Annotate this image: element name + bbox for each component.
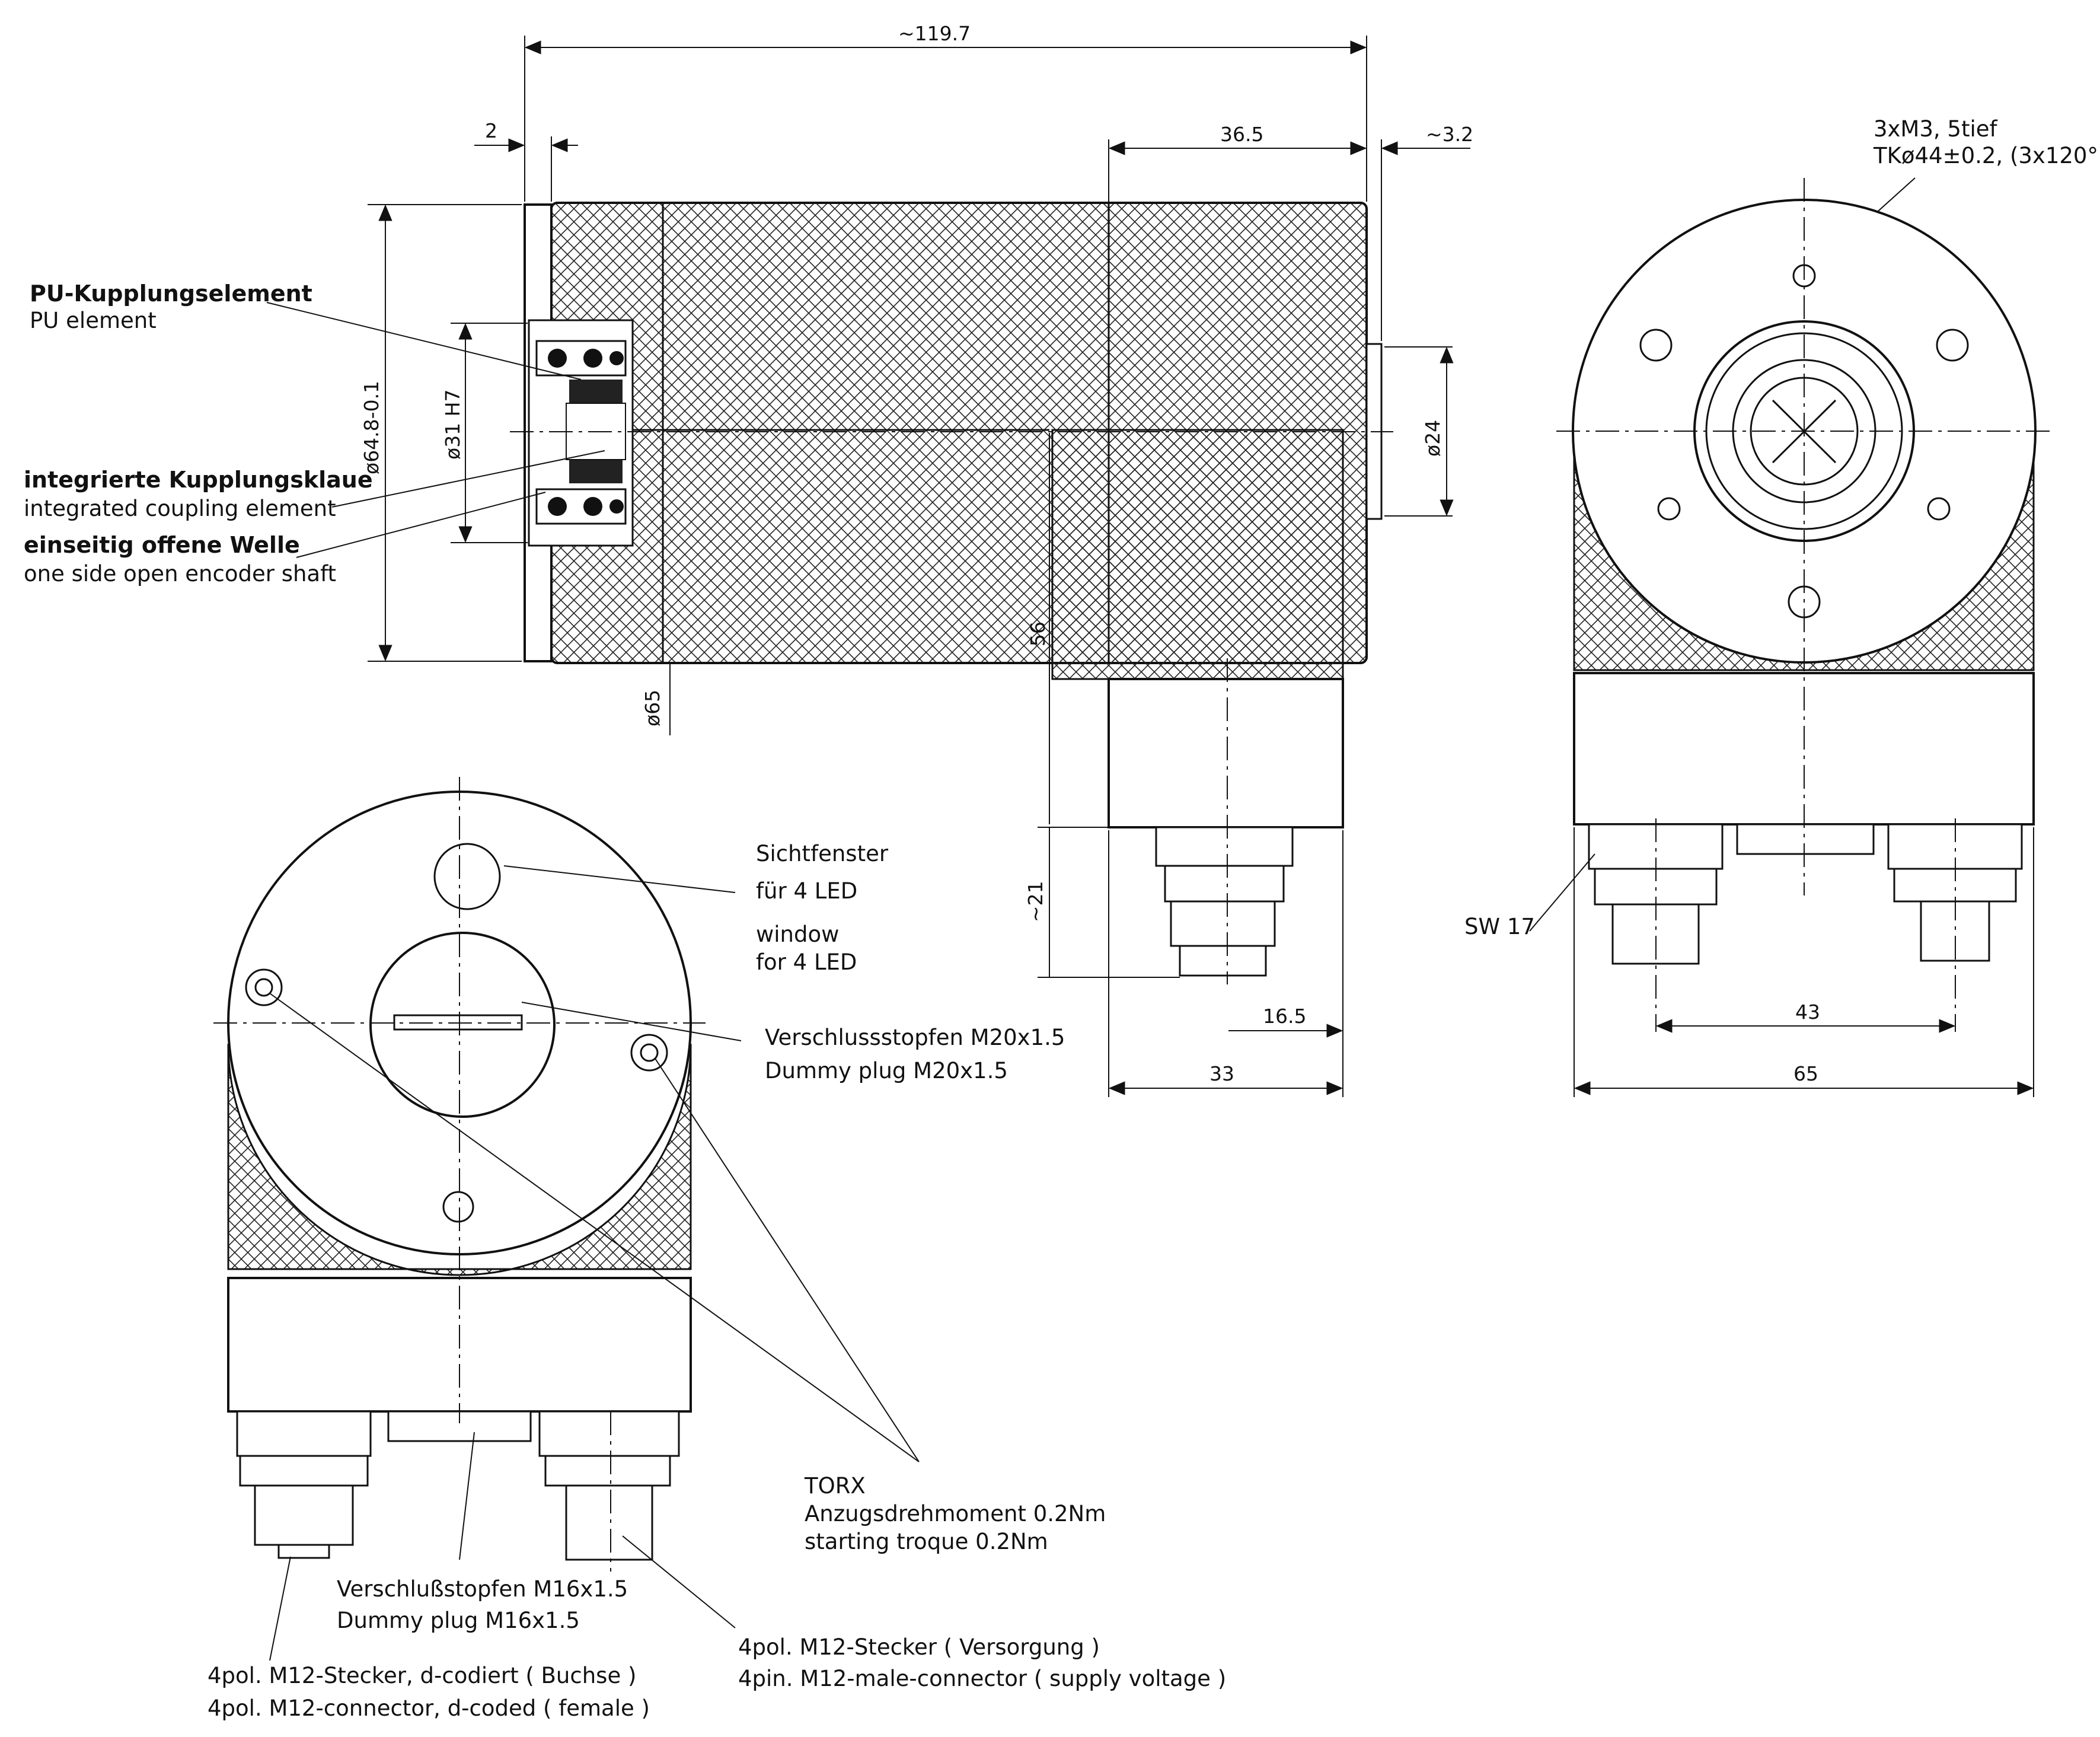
annotations: PU-Kupplungselement PU element integrier… (24, 116, 2100, 1721)
label-plug20-en: Dummy plug M20x1.5 (765, 1058, 1008, 1083)
label-conn-female-de: 4pol. M12-Stecker, d-codiert ( Buchse ) (208, 1663, 636, 1688)
label-sw: SW 17 (1464, 914, 1535, 939)
dim-housing-diameter: ø64.8-0.1 (360, 381, 383, 474)
dim-body-diameter: ø65 (641, 690, 664, 726)
label-window-de-2: für 4 LED (756, 878, 857, 904)
led-window (433, 843, 501, 910)
label-window-en-1: window (756, 922, 839, 947)
label-shaft-en: one side open encoder shaft (24, 561, 336, 587)
dim-side-width: 65 (1793, 1062, 1818, 1085)
side-view: ~119.7 2 36.5 ~3.2 ø64.8-0.1 ø31 H7 ø24 … (360, 22, 1473, 1097)
label-thread-1: 3xM3, 5tief (1874, 116, 1998, 142)
dim-connector-height: ~21 (1024, 881, 1047, 922)
label-claw-de: integrierte Kupplungsklaue (24, 467, 373, 493)
pu-element-top (569, 380, 623, 403)
connector-housing-bottom (1108, 678, 1344, 828)
side-view-leaders (266, 177, 1916, 558)
dim-connector-diameter: ø24 (1421, 420, 1444, 457)
dim-box-height: 56 (1026, 622, 1049, 646)
label-shaft-de: einseitig offene Welle (24, 532, 300, 558)
label-torx-3: starting troque 0.2Nm (805, 1529, 1048, 1554)
label-torx-1: TORX (804, 1473, 866, 1499)
front-view (213, 777, 706, 1572)
label-conn-supply-de: 4pol. M12-Stecker ( Versorgung ) (738, 1634, 1100, 1660)
front-view-leaders (269, 865, 920, 1661)
label-window-en-2: for 4 LED (756, 949, 857, 975)
dim-shaft-bore: ø31 H7 (441, 390, 464, 460)
label-pu-en: PU element (30, 308, 157, 333)
dim-flange: 2 (485, 119, 497, 142)
label-conn-female-en: 4pol. M12-connector, d-coded ( female ) (208, 1695, 650, 1721)
dim-connector-offset: 16.5 (1263, 1005, 1306, 1028)
dim-rear-length: 36.5 (1220, 123, 1263, 146)
front-hatched-base (227, 1043, 692, 1276)
dim-box-width: 33 (1209, 1062, 1234, 1085)
end-view: 43 65 (1529, 178, 2051, 1097)
label-plug16-en: Dummy plug M16x1.5 (337, 1608, 580, 1633)
label-pu-de: PU-Kupplungselement (30, 281, 312, 307)
label-plug16-de: Verschlußstopfen M16x1.5 (337, 1576, 628, 1602)
label-claw-en: integrated coupling element (24, 496, 336, 521)
pu-element-bottom (569, 460, 623, 483)
dim-connector-spacing: 43 (1795, 1000, 1820, 1024)
label-window-de-1: Sichtfenster (756, 841, 889, 866)
label-plug20-de: Verschlussstopfen M20x1.5 (765, 1025, 1065, 1050)
dim-overall-length: ~119.7 (898, 22, 971, 45)
label-thread-2: TKø44±0.2, (3x120°) (1873, 143, 2100, 168)
label-torx-2: Anzugsdrehmoment 0.2Nm (805, 1501, 1106, 1526)
label-conn-supply-en: 4pin. M12-male-connector ( supply voltag… (738, 1666, 1226, 1691)
dim-connector-protrusion: ~3.2 (1426, 123, 1473, 146)
connector-box (1051, 429, 1344, 680)
